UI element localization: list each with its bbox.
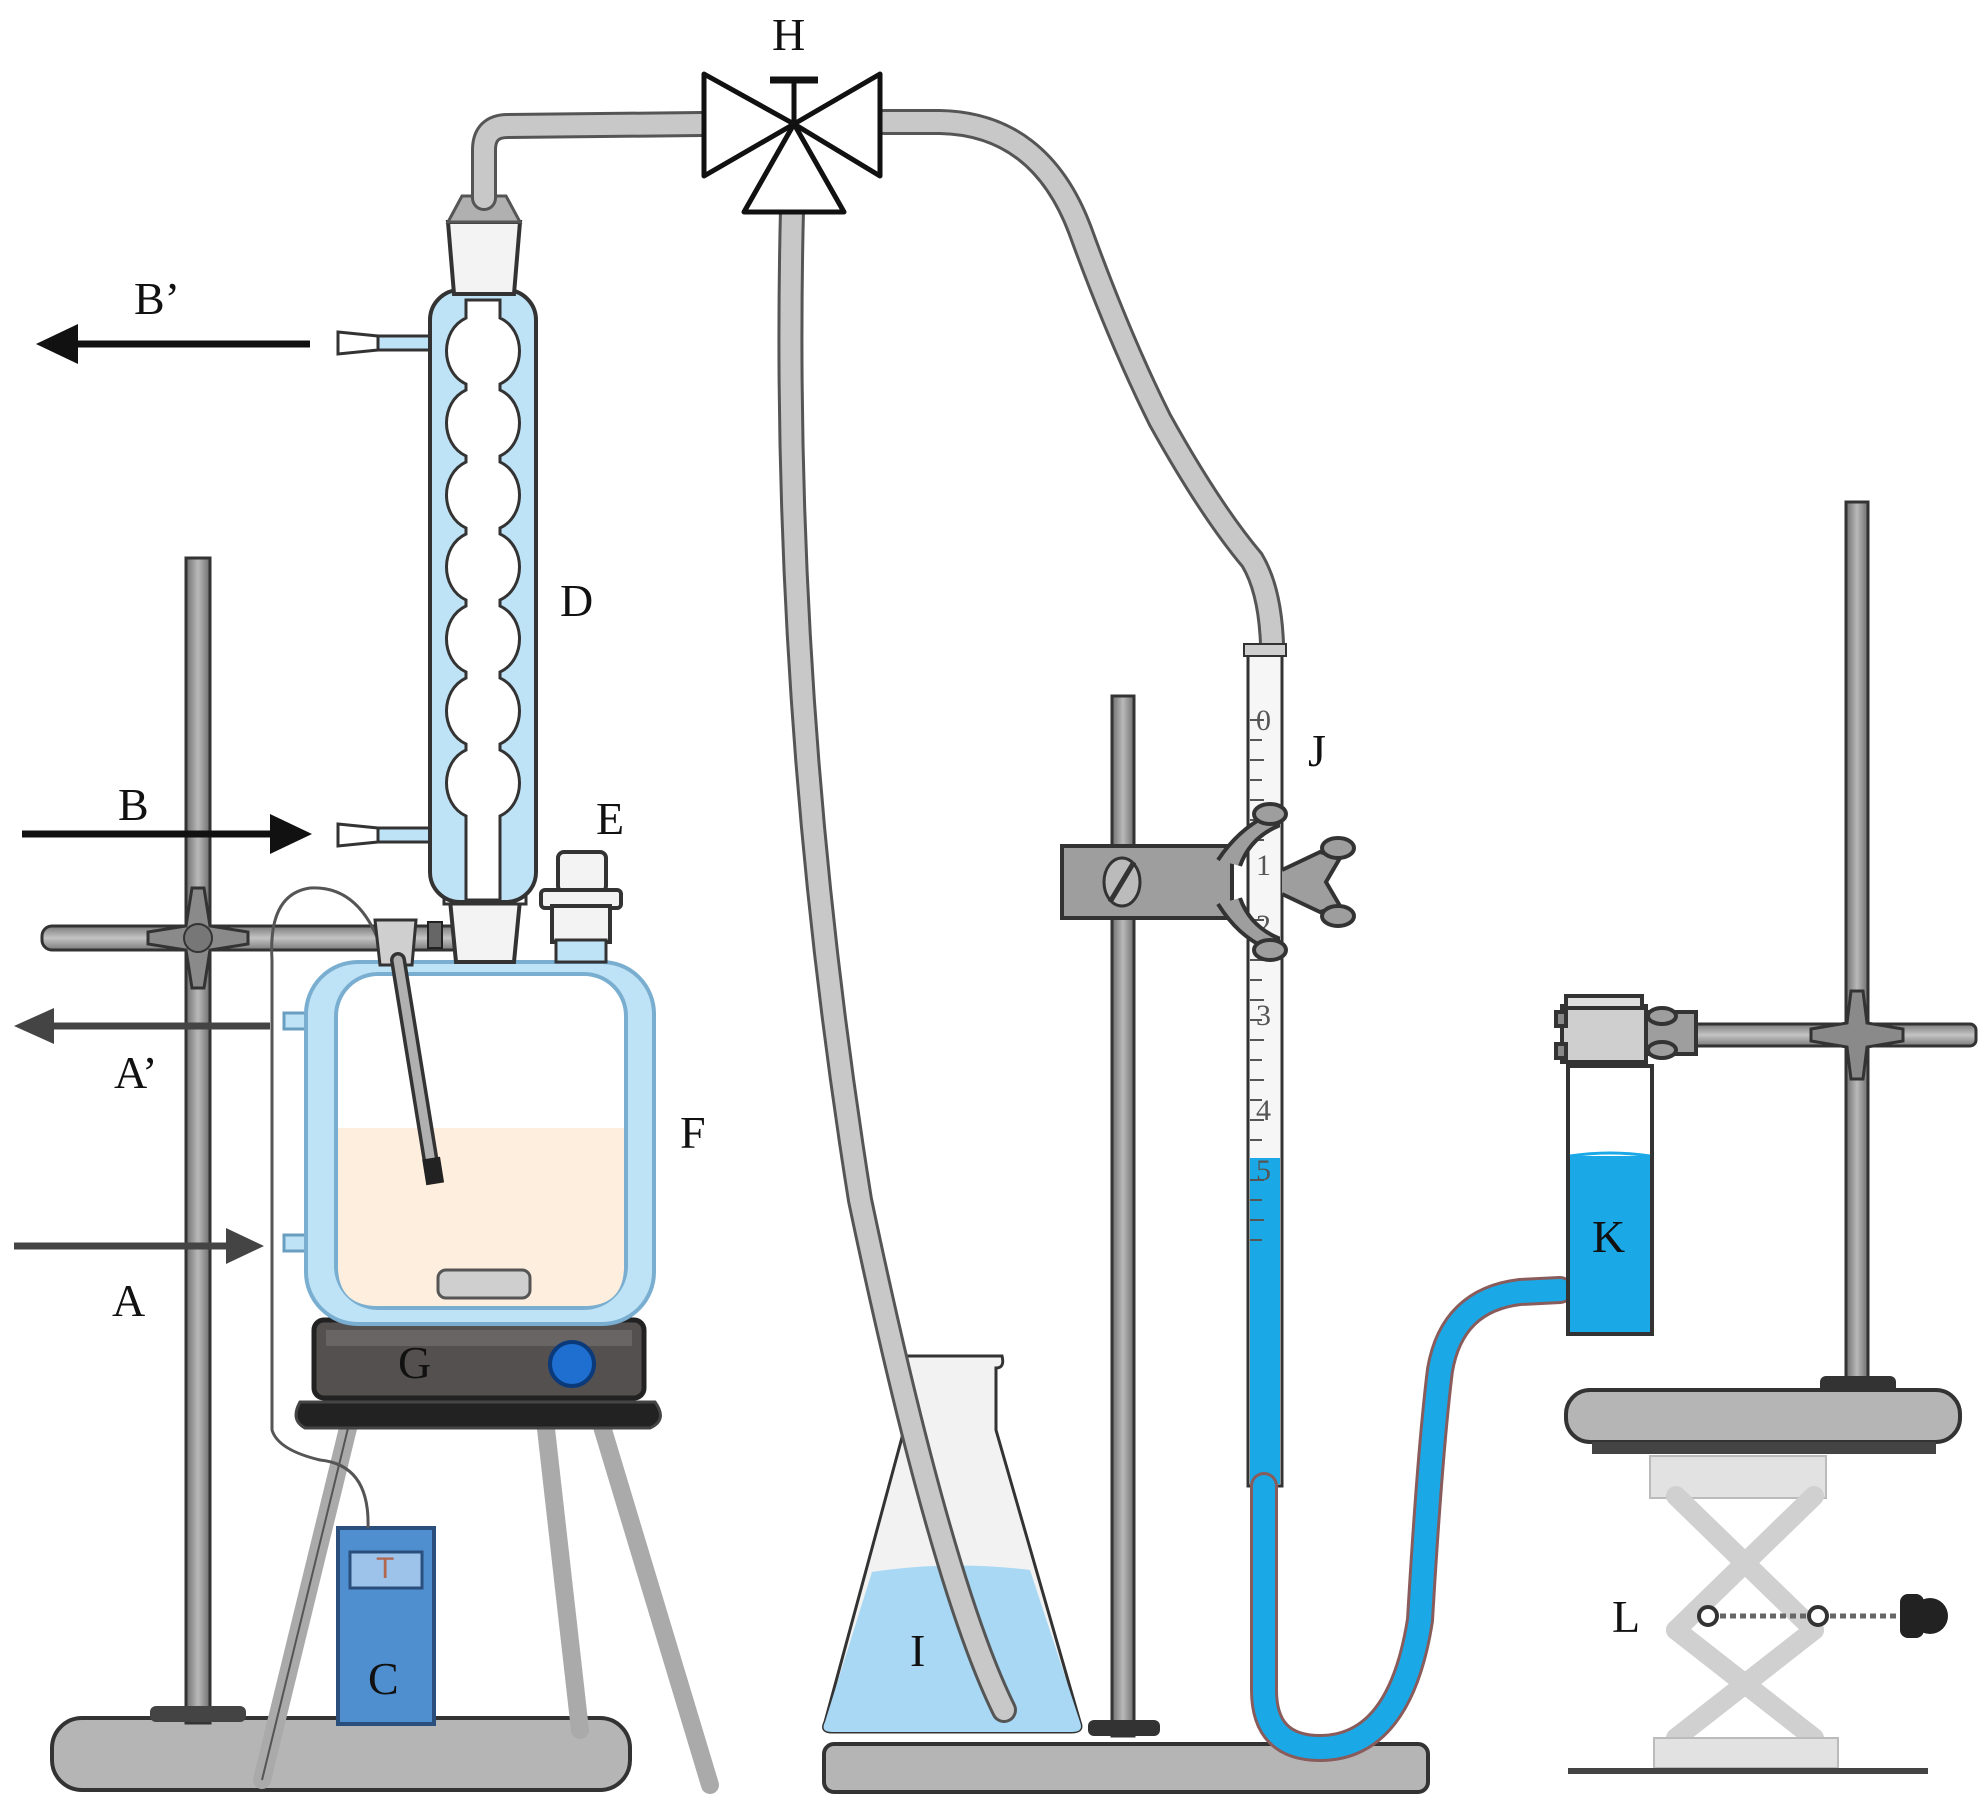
leveling-bottle bbox=[1566, 1064, 1654, 1336]
leveling-bottle-water bbox=[1570, 1156, 1650, 1332]
vacuum-tubing bbox=[471, 109, 1285, 657]
label-g: G bbox=[398, 1337, 432, 1388]
label-i: I bbox=[910, 1625, 926, 1676]
right-boss-head bbox=[1809, 989, 1905, 1081]
label-c: C bbox=[368, 1653, 399, 1704]
flow-arrows bbox=[14, 324, 312, 1264]
thermocouple-probe bbox=[373, 918, 445, 1186]
lab-jack bbox=[1564, 1388, 1962, 1774]
tripod-top-ring bbox=[294, 1400, 662, 1430]
label-k: K bbox=[1592, 1211, 1626, 1262]
burette-mark-1: 1 bbox=[1256, 849, 1271, 882]
leveling-bottle-clamp bbox=[1554, 994, 1698, 1064]
reaction-mixture bbox=[338, 1128, 624, 1306]
burette-mark-3: 3 bbox=[1256, 999, 1271, 1032]
three-way-valve bbox=[701, 71, 883, 215]
arrow-b-prime-outlet bbox=[36, 324, 310, 364]
reflux-condenser bbox=[336, 194, 538, 904]
probe-clamp bbox=[427, 921, 443, 949]
thermocouple-wire bbox=[270, 886, 384, 1529]
arrow-a-prime-outlet bbox=[14, 1008, 270, 1044]
side-port-stopper bbox=[539, 850, 623, 964]
condenser-outlet-barb bbox=[336, 330, 432, 356]
label-l: L bbox=[1612, 1591, 1641, 1642]
right-stand-rod bbox=[1844, 500, 1870, 1384]
jacketed-reactor bbox=[282, 960, 656, 1326]
label-b: B bbox=[118, 779, 149, 830]
controller-display bbox=[348, 1550, 424, 1590]
burette-mark-0: 0 bbox=[1256, 704, 1271, 737]
condenser-inner-coil bbox=[445, 298, 521, 902]
right-retort-stand bbox=[1688, 500, 1978, 1394]
temperature-controller bbox=[336, 1526, 436, 1726]
label-j: J bbox=[1308, 725, 1326, 776]
label-e: E bbox=[596, 793, 625, 844]
magnetic-stirrer-hotplate bbox=[311, 1317, 647, 1401]
condenser-top-joint bbox=[445, 220, 523, 296]
burette-water bbox=[1250, 1158, 1280, 1484]
hotplate-knob bbox=[548, 1340, 596, 1388]
burette-stand bbox=[822, 694, 1430, 1794]
left-stand-rod bbox=[184, 556, 212, 1725]
burette-clamp bbox=[1060, 802, 1356, 962]
label-d: D bbox=[560, 575, 594, 626]
arrow-b-inlet bbox=[22, 814, 312, 854]
burette-stand-base bbox=[822, 1742, 1430, 1794]
controller-display-text: T bbox=[376, 1552, 395, 1585]
burette-mark-4: 4 bbox=[1256, 1094, 1271, 1127]
label-a: A bbox=[112, 1275, 146, 1326]
condenser-inlet-barb bbox=[336, 822, 432, 848]
stir-bar bbox=[436, 1268, 532, 1300]
gas-burette: 0 1 2 3 4 5 bbox=[1243, 643, 1287, 1488]
flask-liquid bbox=[823, 1565, 1081, 1732]
label-a-prime: A’ bbox=[114, 1047, 158, 1098]
burette-mark-5: 5 bbox=[1256, 1154, 1271, 1187]
left-boss-head bbox=[146, 886, 250, 990]
tube-valve-to-burette bbox=[871, 109, 1285, 657]
label-f: F bbox=[680, 1107, 706, 1158]
left-stand-foot bbox=[150, 1706, 246, 1722]
tripod-stand bbox=[253, 1400, 719, 1794]
label-h: H bbox=[772, 9, 806, 60]
arrow-a-inlet bbox=[14, 1228, 264, 1264]
left-stand-base bbox=[50, 1716, 632, 1792]
label-b-prime: B’ bbox=[134, 273, 180, 324]
